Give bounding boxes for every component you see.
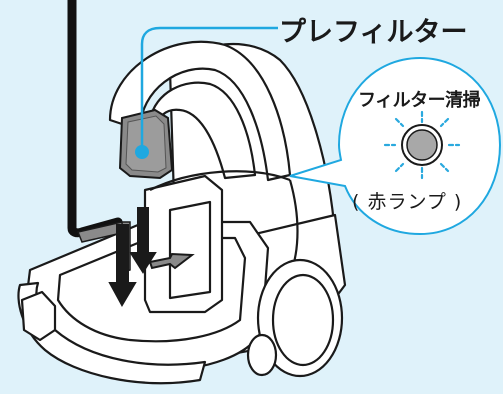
filter-lamp-icon <box>401 124 443 166</box>
vacuum-body <box>17 40 347 385</box>
lamp-title: フィルター清掃 <box>358 90 481 111</box>
lamp-rays <box>383 110 461 180</box>
insert-arrows <box>108 207 195 308</box>
prefilter-callout <box>135 26 278 159</box>
prefilter-label: プレフィルター <box>279 17 468 48</box>
lamp-subtitle: ( 赤ランプ ) <box>352 191 463 213</box>
prefilter-panel <box>118 108 174 180</box>
